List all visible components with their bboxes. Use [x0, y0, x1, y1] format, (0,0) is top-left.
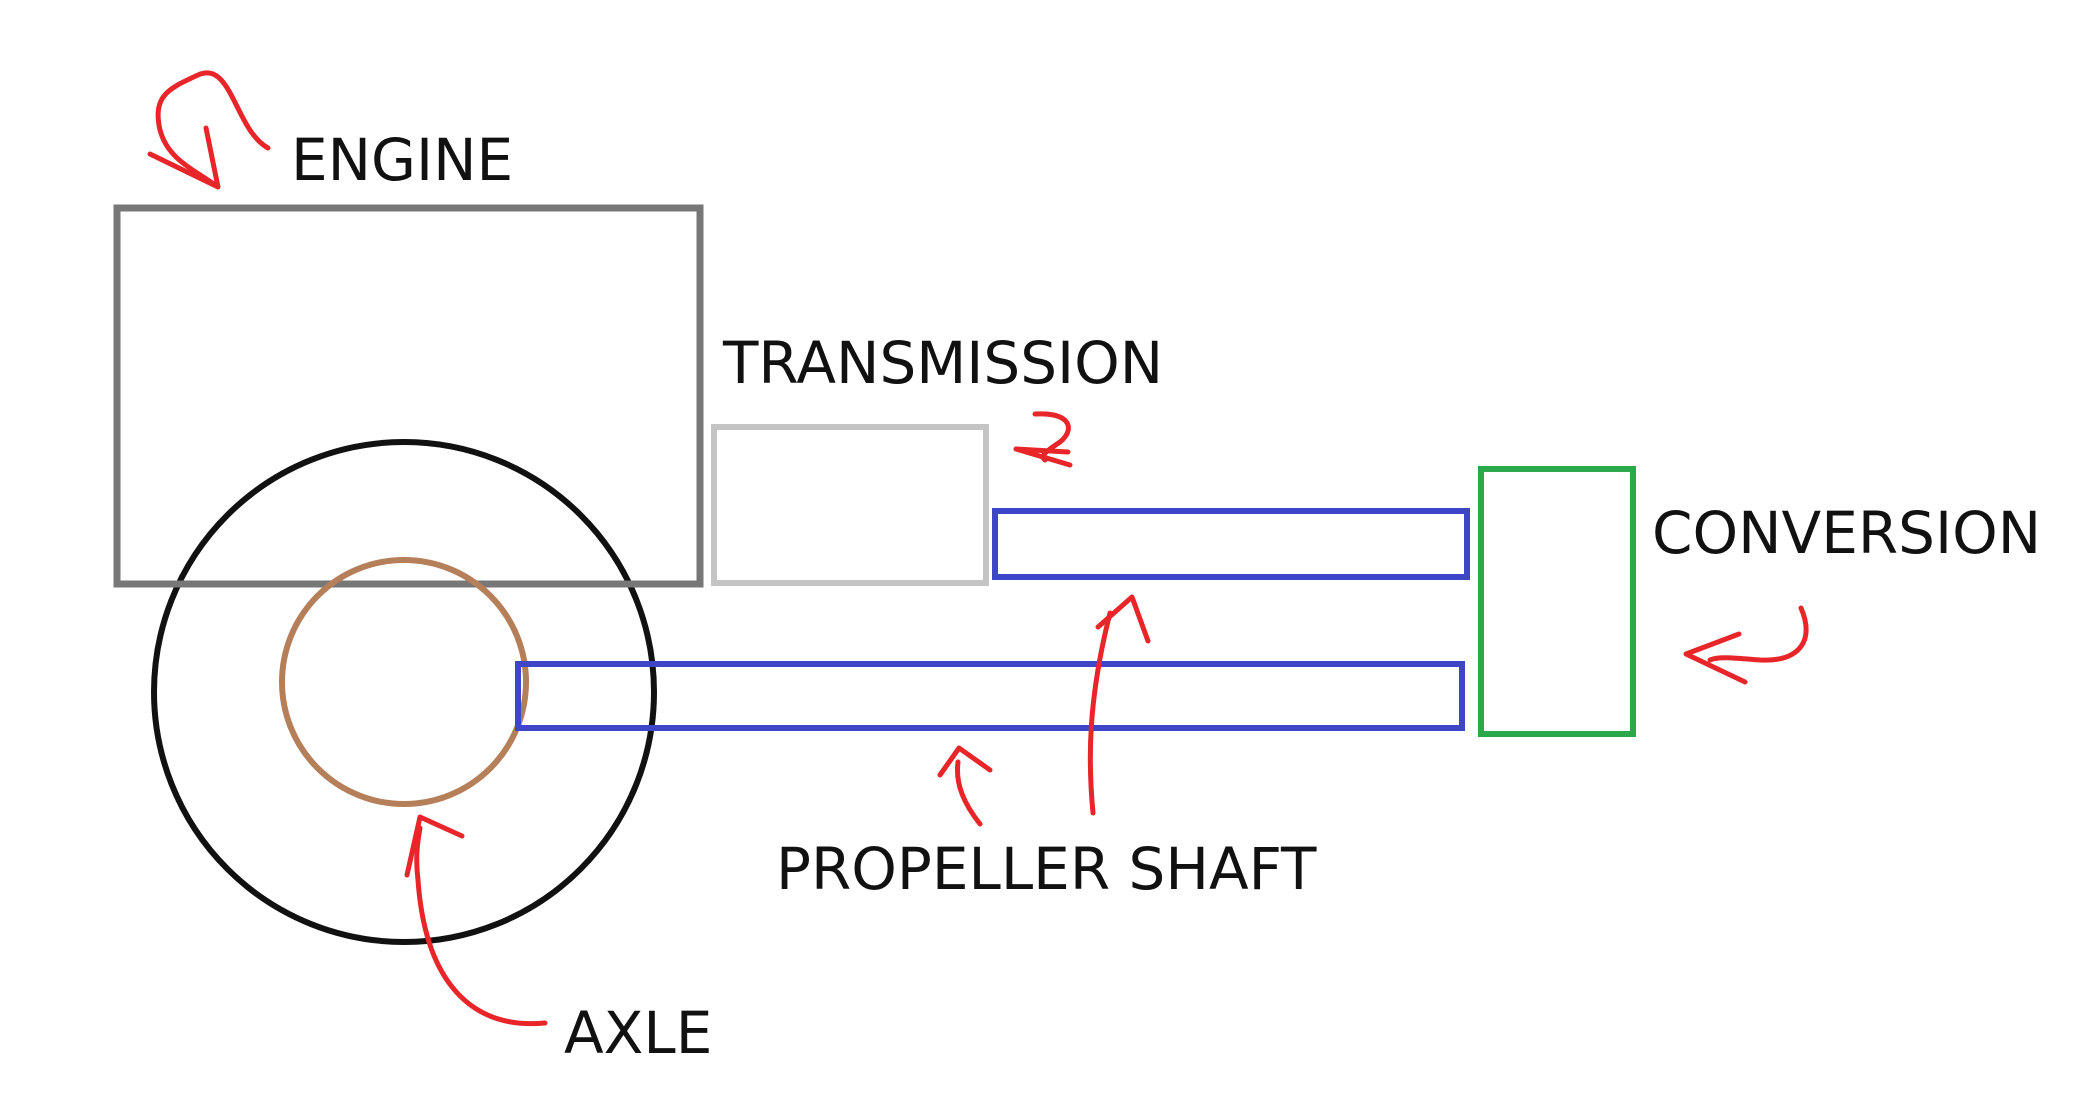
- arrowhead-icon: [1013, 446, 1073, 468]
- arrowhead-icon: [147, 125, 221, 190]
- curved-arrow-icon: [414, 825, 548, 1027]
- lower-shaft-arrow: [937, 745, 993, 827]
- conversion-box: [1478, 466, 1636, 737]
- engine-box: [113, 204, 704, 588]
- engine-arrow: [147, 70, 271, 190]
- conversion-label: CONVERSION: [1652, 499, 2041, 567]
- axle-label: AXLE: [564, 999, 712, 1067]
- curved-arrow-icon: [155, 70, 271, 188]
- engine-label: ENGINE: [291, 126, 513, 194]
- curved-arrow-icon: [1087, 610, 1113, 816]
- conversion-arrow: [1683, 605, 1809, 685]
- axle-circle: [279, 557, 529, 807]
- upper-shaft-arrow: [1087, 594, 1151, 816]
- transmission-label: TRANSMISSION: [722, 329, 1163, 397]
- propeller-shaft-lower: [515, 661, 1465, 731]
- curved-arrow-icon: [1707, 605, 1809, 663]
- transmission-arrow: [1013, 411, 1073, 468]
- axle-arrow: [404, 814, 548, 1027]
- arrowhead-icon: [1095, 594, 1151, 644]
- arrowhead-icon: [1683, 631, 1748, 685]
- arrowhead-icon: [404, 814, 465, 878]
- curved-arrow-icon: [954, 759, 983, 827]
- propeller-shaft-label: PROPELLER SHAFT: [776, 835, 1317, 903]
- arrowhead-icon: [937, 745, 993, 778]
- propeller-shaft-upper: [992, 508, 1470, 580]
- transmission-box: [711, 424, 989, 586]
- wheel-icon: [151, 439, 657, 945]
